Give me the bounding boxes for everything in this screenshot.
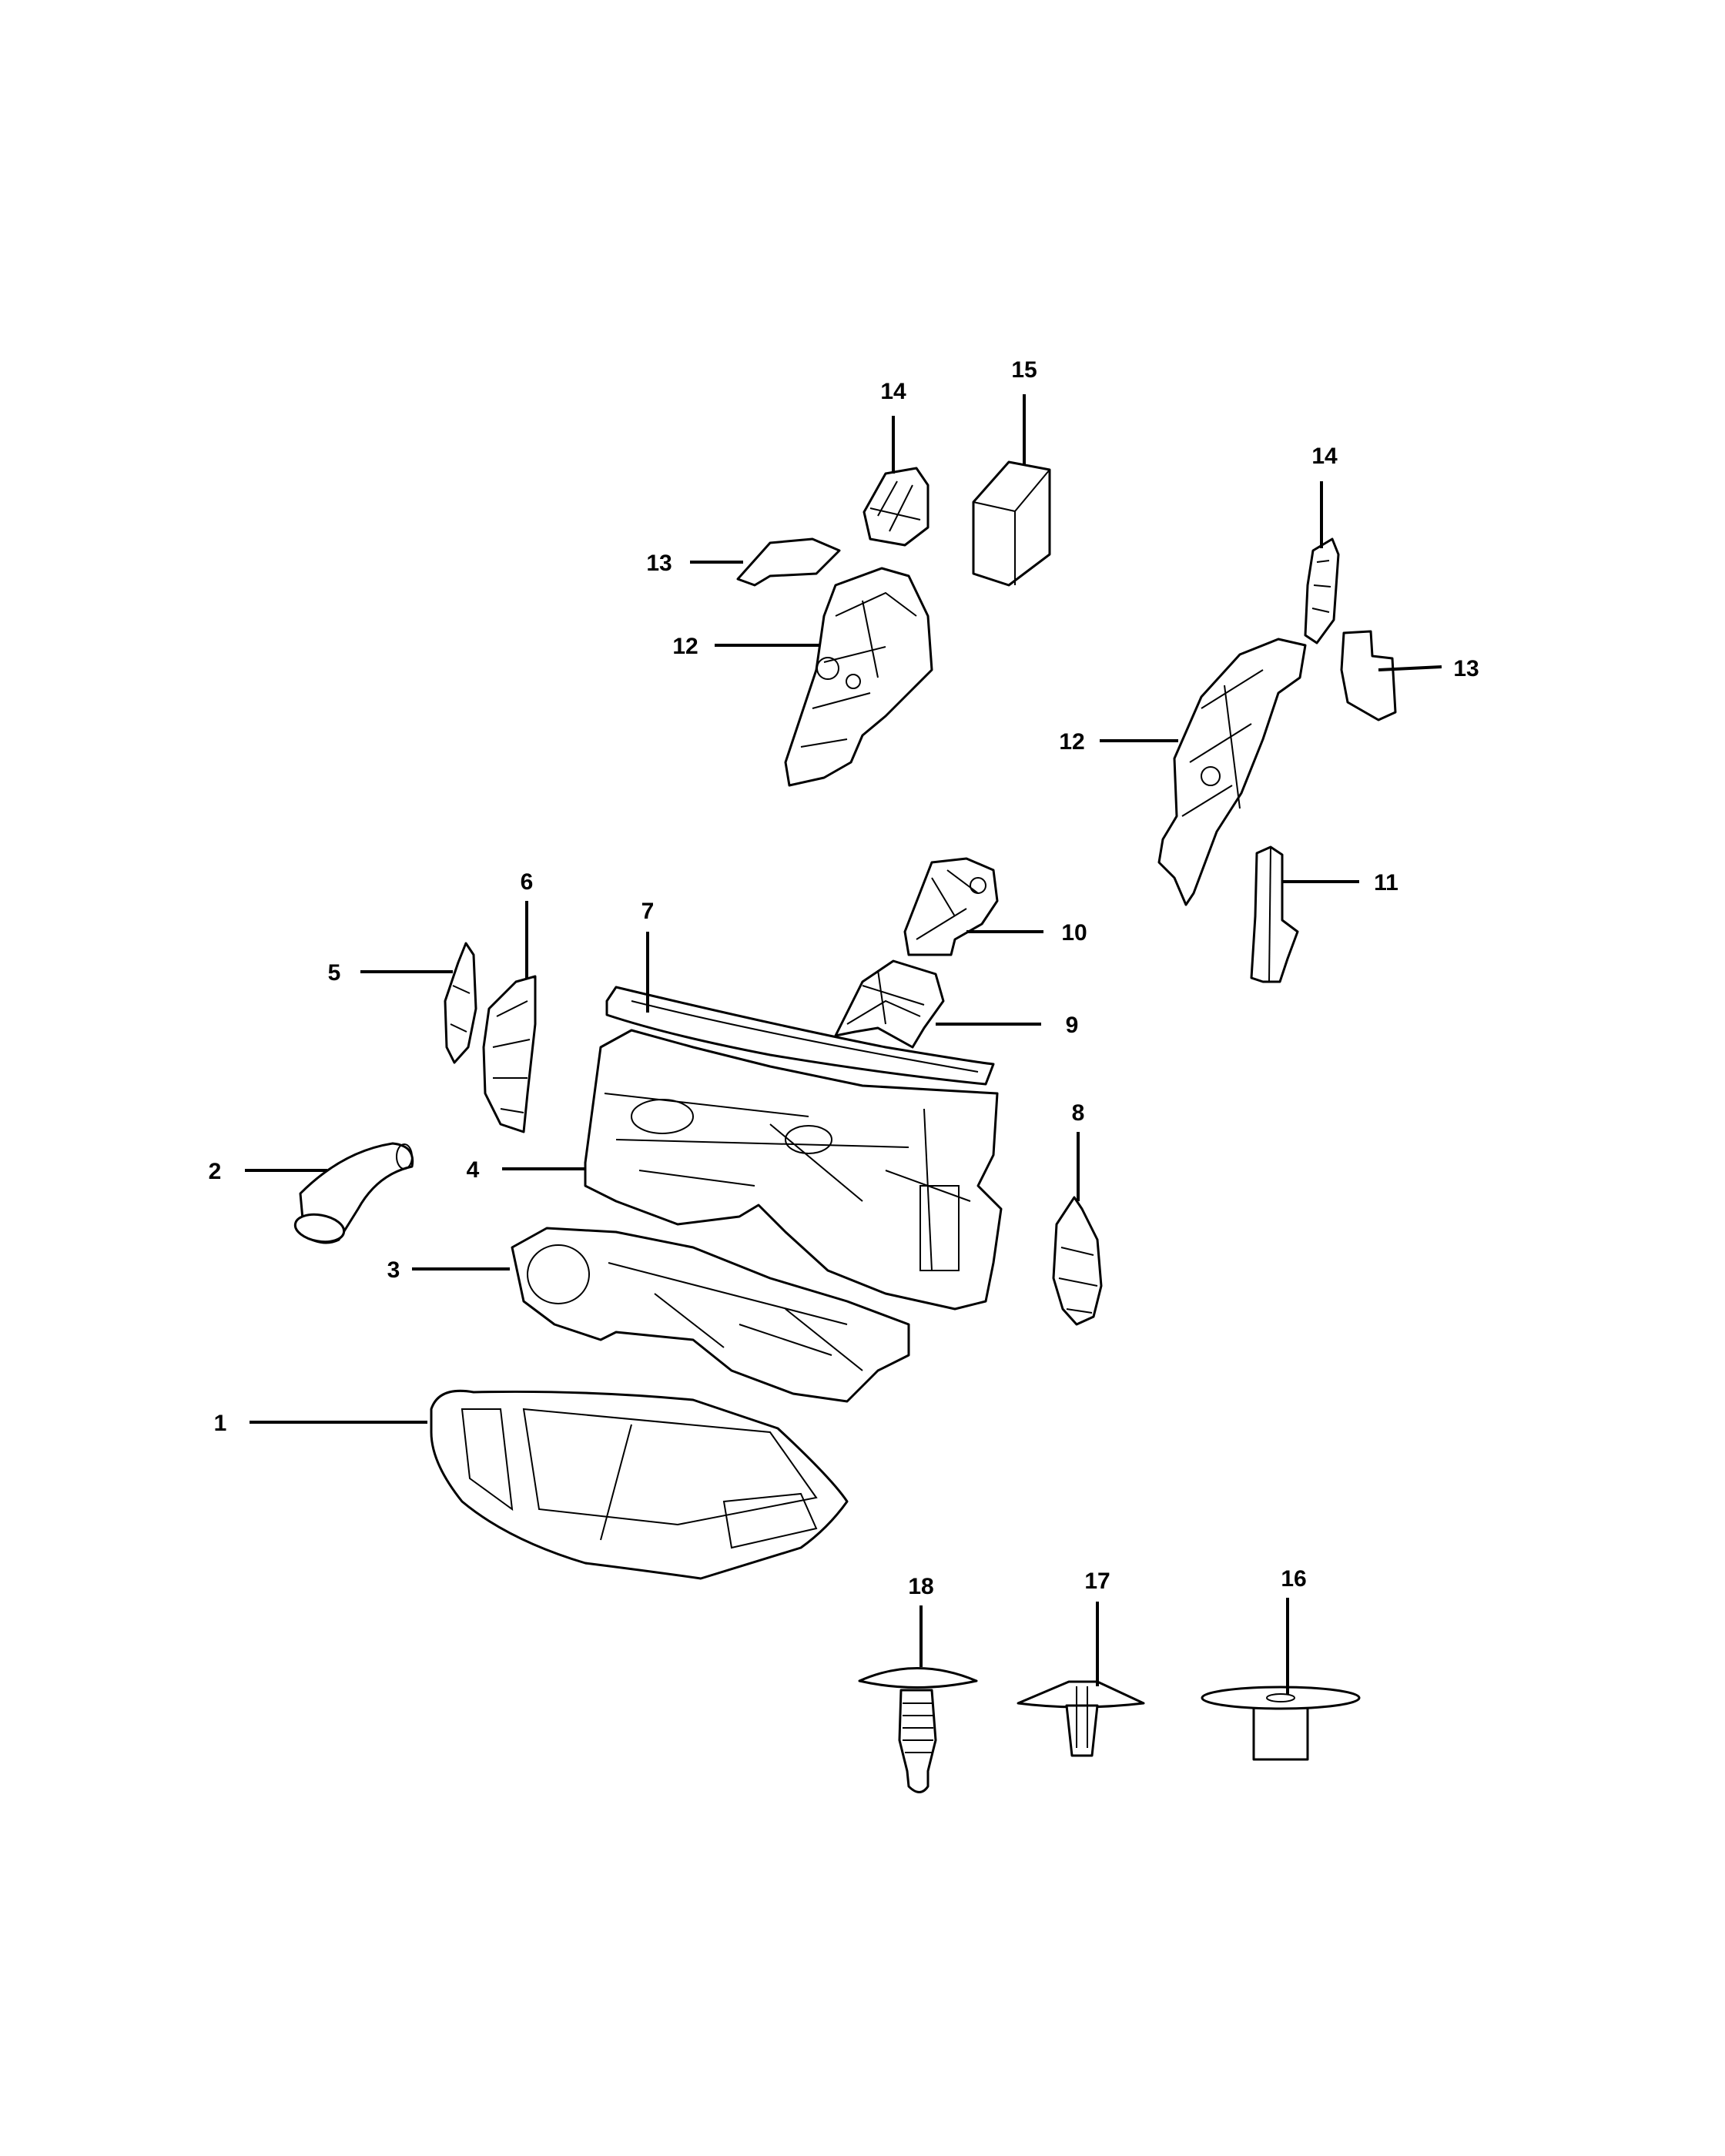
callout-2: 2 <box>209 1159 222 1184</box>
callout-17: 17 <box>1084 1568 1110 1594</box>
callout-5: 5 <box>328 960 341 986</box>
callout-7: 7 <box>641 899 655 924</box>
part-13-clip-plate-left <box>736 537 841 587</box>
part-14-bracket-right <box>1304 537 1340 644</box>
callout-13-left: 13 <box>646 551 672 576</box>
part-11-insulator-pad <box>1250 845 1299 983</box>
part-1-hood-silencer <box>430 1389 849 1580</box>
part-2-duct-hose <box>293 1142 414 1244</box>
callout-12-right: 12 <box>1059 729 1084 755</box>
part-3-lower-dash-silencer <box>511 1227 910 1403</box>
part-14-bracket-left <box>862 467 929 547</box>
leader-13b <box>1378 665 1442 671</box>
part-7-cowl-top-strip <box>605 986 995 1086</box>
callout-3: 3 <box>387 1257 400 1283</box>
callout-12-left: 12 <box>672 634 698 659</box>
callout-15: 15 <box>1011 357 1037 383</box>
callout-labels: 1 2 3 4 5 6 7 8 9 10 11 12 12 13 13 14 1… <box>209 357 1479 1599</box>
part-18-push-fastener <box>858 1667 978 1793</box>
callout-10: 10 <box>1061 920 1087 946</box>
callout-9: 9 <box>1066 1013 1079 1038</box>
part-13-clip-plate-right <box>1340 630 1397 721</box>
part-9-cowl-bracket <box>834 959 945 1049</box>
part-15-foam-block <box>972 460 1051 587</box>
callout-14-left: 14 <box>880 379 906 404</box>
callout-14-right: 14 <box>1311 444 1338 469</box>
part-6-side-insulator <box>482 975 537 1133</box>
callout-11: 11 <box>1374 870 1398 896</box>
callout-1: 1 <box>214 1411 227 1436</box>
callout-16: 16 <box>1281 1566 1306 1592</box>
part-10-duct-bracket <box>903 857 999 956</box>
part-12-wheelhouse-shield-right <box>1157 638 1307 906</box>
callout-8: 8 <box>1072 1100 1085 1126</box>
callout-18: 18 <box>908 1574 933 1599</box>
callout-13-right: 13 <box>1453 656 1479 681</box>
part-4-dash-panel <box>584 1029 1003 1311</box>
part-8-side-insulator <box>1052 1196 1103 1326</box>
part-12-wheelhouse-shield-left <box>784 567 933 787</box>
callout-4: 4 <box>467 1157 480 1183</box>
part-16-trim-washer <box>1201 1686 1361 1761</box>
part-17-clip-fastener <box>1017 1680 1145 1757</box>
leader-lines <box>245 394 1442 1694</box>
callout-6: 6 <box>521 869 534 895</box>
part-5-side-bracket <box>444 942 477 1064</box>
